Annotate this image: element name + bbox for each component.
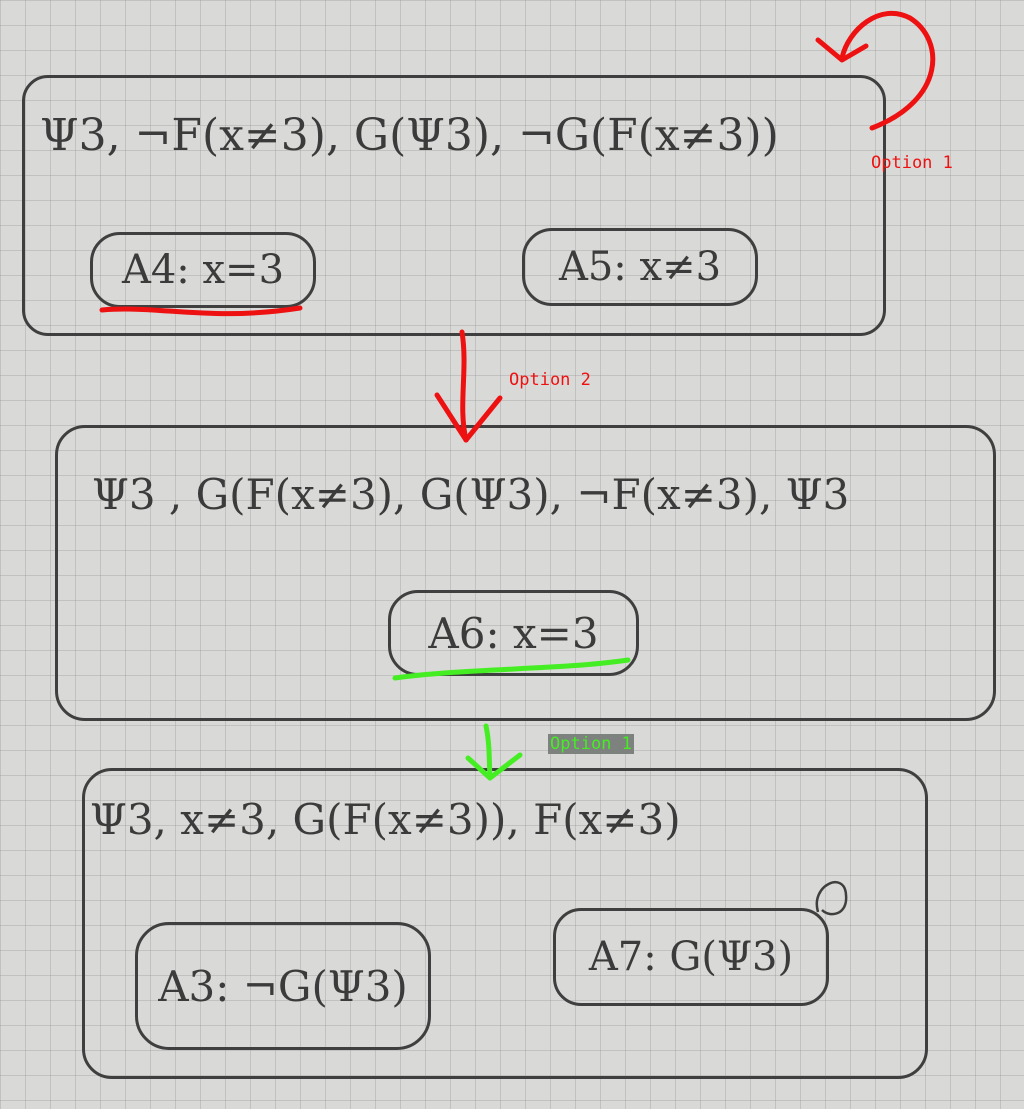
- middle-node-formula: Ψ3 , G(F(x≠3), G(Ψ3), ¬F(x≠3), Ψ3: [92, 470, 850, 519]
- atom-a3: A3: ¬G(Ψ3): [135, 922, 431, 1050]
- green-down-arrowhead: [465, 752, 523, 781]
- atom-a7: A7: G(Ψ3): [553, 908, 829, 1006]
- green-underline-a6: [392, 657, 631, 681]
- atom-a5: A5: x≠3: [522, 228, 758, 306]
- red-down-arrowhead: [434, 392, 503, 443]
- atom-a4: A4: x=3: [90, 232, 316, 308]
- bottom-node-formula: Ψ3, x≠3, G(F(x≠3)), F(x≠3): [90, 795, 681, 844]
- top-node-formula: Ψ3, ¬F(x≠3), G(Ψ3), ¬G(F(x≠3)): [40, 110, 779, 161]
- a7-small-loop: [815, 881, 848, 916]
- middle-node-box: [55, 425, 996, 721]
- green-down-arrow: [483, 723, 493, 781]
- atom-a6: A6: x=3: [388, 590, 639, 676]
- down-arrow-option-label: Option 2: [509, 370, 591, 390]
- red-underline-a4: [99, 305, 303, 317]
- green-arrow-option-label: Option 1: [548, 734, 634, 754]
- top-node-box: [22, 75, 886, 336]
- red-self-loop-arrowhead: [815, 37, 869, 63]
- red-self-loop-arrow: [839, 10, 936, 131]
- red-down-arrow: [459, 329, 469, 443]
- self-loop-option-label: Option 1: [871, 153, 953, 173]
